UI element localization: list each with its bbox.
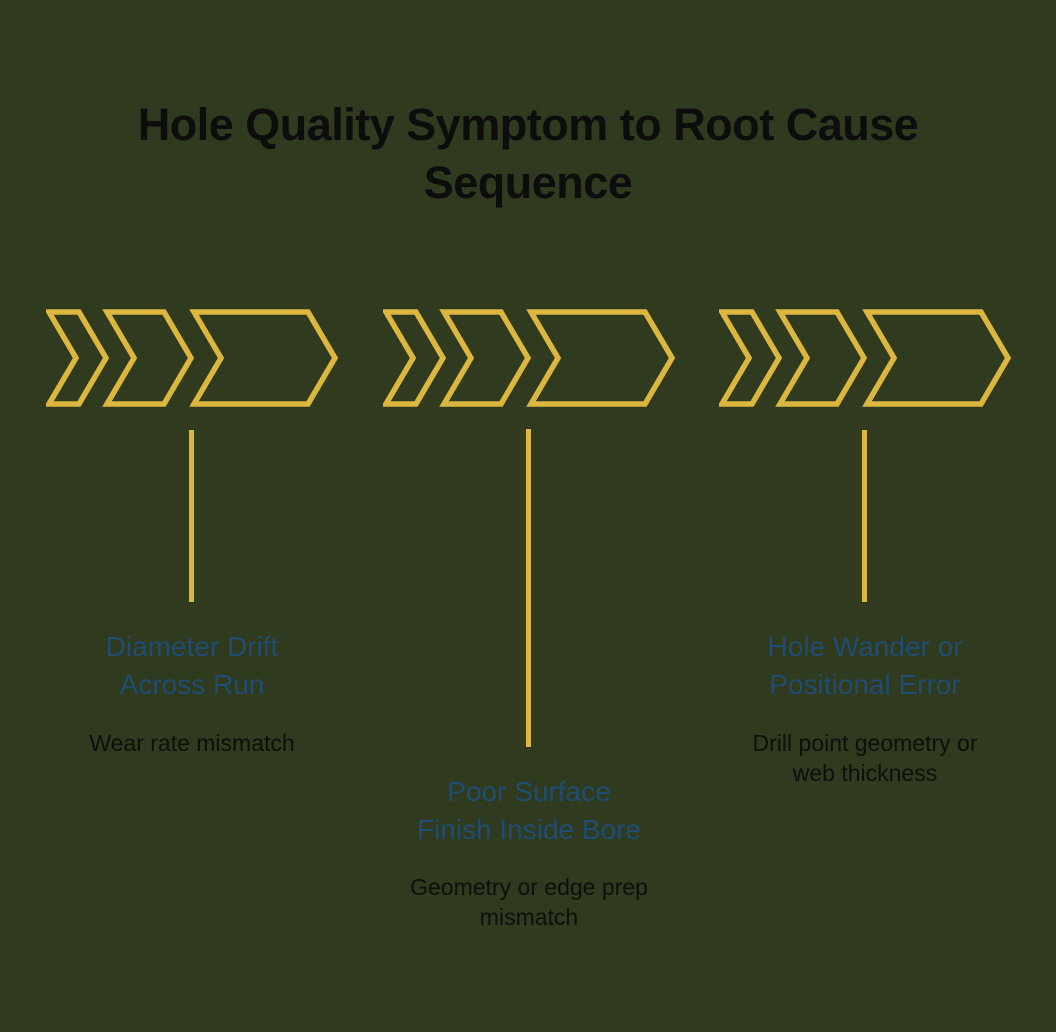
symptom-line: Poor Surface [447,776,611,807]
cause-line: Geometry or edge prep [410,874,648,900]
chevron-large-icon [189,309,338,407]
symptom-line: Diameter Drift [105,631,279,662]
chevron-large-icon [862,309,1011,407]
page-title: Hole Quality Symptom to Root Cause Seque… [137,99,919,208]
cause-line: mismatch [479,904,579,930]
cause-line: Wear rate mismatch [89,730,295,756]
chevron-small-icon [46,309,110,407]
cause-line: Drill point geometry or [752,730,978,756]
chevron-small-icon [719,309,783,407]
symptom-line: Positional Error [769,669,961,700]
chevron-small-icon [383,309,447,407]
chevron-sequence-icon [383,309,675,407]
connector-line [189,430,194,602]
sequence-group-diameter-drift: Diameter Drift Across Run Wear rate mism… [46,308,338,1008]
chevron-medium-icon [775,309,868,407]
symptom-line: Hole Wander or [767,631,963,662]
symptom-label: Hole Wander or Positional Error [719,628,1011,704]
cause-line: web thickness [792,760,938,786]
chevron-large-icon [526,309,675,407]
chevron-sequence-icon [46,309,338,407]
chevron-medium-icon [439,309,532,407]
connector-line [526,429,531,747]
symptom-label: Poor Surface Finish Inside Bore [383,773,675,849]
cause-label: Drill point geometry or web thickness [719,728,1011,788]
connector-line [862,430,867,602]
sequence-group-hole-wander: Hole Wander or Positional Error Drill po… [719,308,1011,1008]
symptom-label: Diameter Drift Across Run [46,628,338,704]
chevron-medium-icon [102,309,195,407]
cause-label: Geometry or edge prep mismatch [383,872,675,932]
symptom-line: Finish Inside Bore [416,814,642,845]
symptom-line: Across Run [119,669,265,700]
sequence-group-poor-surface-finish: Poor Surface Finish Inside Bore Geometry… [383,308,675,1008]
cause-label: Wear rate mismatch [46,728,338,758]
chevron-sequence-icon [719,309,1011,407]
